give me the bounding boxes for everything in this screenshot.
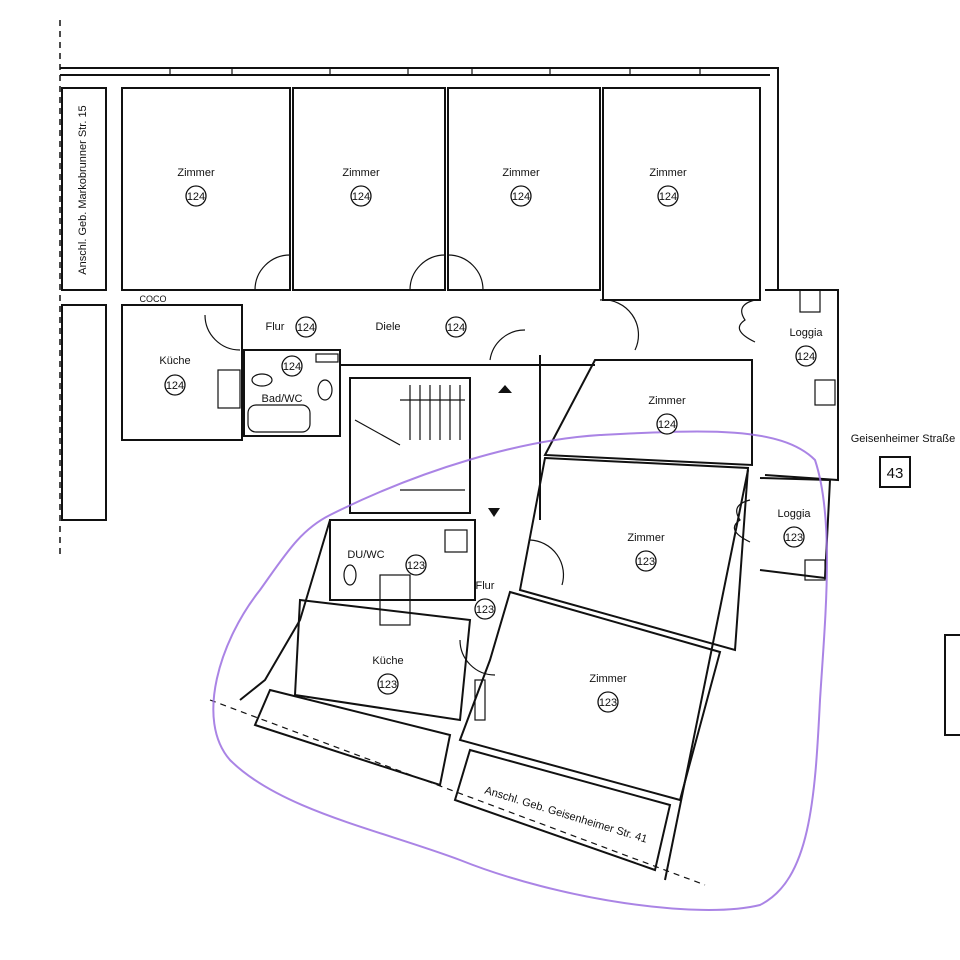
street-label: Geisenheimer Straße — [851, 433, 956, 445]
room-label: Zimmer — [648, 395, 686, 407]
room-label: Zimmer — [502, 167, 540, 179]
apartment-number: 123 — [379, 679, 397, 691]
room-label: Zimmer — [627, 532, 665, 544]
apartment-number-circle — [164, 374, 186, 396]
apartment-number: 124 — [187, 191, 205, 203]
apartment-number-circle — [795, 345, 817, 367]
room-label: Loggia — [789, 327, 823, 339]
apartment-number: 124 — [297, 322, 315, 334]
apartment-number-circle — [597, 691, 619, 713]
room-label: Zimmer — [649, 167, 687, 179]
apartment-number: 124 — [283, 361, 301, 373]
room-label: Flur — [476, 580, 495, 592]
room-label: Zimmer — [589, 673, 627, 685]
apartment-number-circle — [783, 526, 805, 548]
apartment-number-circle — [281, 355, 303, 377]
apartment-number: 124 — [352, 191, 370, 203]
apartment-number-circle — [350, 185, 372, 207]
apartment-number: 123 — [476, 604, 494, 616]
apartment-number: 124 — [659, 191, 677, 203]
apartment-number-circle — [405, 554, 427, 576]
apartment-123-highlight — [212, 430, 828, 911]
appliance-label: COCO — [140, 294, 167, 304]
room-label: Zimmer — [177, 167, 215, 179]
room-label: DU/WC — [347, 549, 384, 561]
apartment-number-circle — [377, 673, 399, 695]
room-label: Küche — [159, 355, 190, 367]
apartment-number-circle — [657, 185, 679, 207]
apartment-number-circle — [445, 316, 467, 338]
walls — [60, 67, 960, 881]
room-label: Zimmer — [342, 167, 380, 179]
room-label: Flur — [266, 321, 285, 333]
apartment-number: 124 — [658, 419, 676, 431]
apartment-number: 123 — [407, 560, 425, 572]
apartment-number: 123 — [785, 532, 803, 544]
adjacent-building-bottom-label: Anschl. Geb. Geisenheimer Str. 41 — [483, 785, 648, 846]
apartment-number: 124 — [512, 191, 530, 203]
apartment-number-circle — [510, 185, 532, 207]
apartment-number-circle — [656, 413, 678, 435]
room-label: Bad/WC — [262, 393, 303, 405]
apartment-number-circle — [185, 185, 207, 207]
room-label: Loggia — [777, 508, 811, 520]
room-label: Küche — [372, 655, 403, 667]
apartment-number-circle — [474, 598, 496, 620]
adjacent-building-left-label: Anschl. Geb. Markobrunner Str. 15 — [77, 105, 89, 274]
apartment-number-circle — [635, 550, 657, 572]
house-number-box — [879, 456, 911, 488]
apartment-number: 123 — [637, 556, 655, 568]
apartment-number-circle — [295, 316, 317, 338]
apartment-number: 124 — [797, 351, 815, 363]
room-label: Diele — [375, 321, 400, 333]
house-number: 43 — [887, 465, 904, 482]
apartment-number: 124 — [166, 380, 184, 392]
apartment-number: 124 — [447, 322, 465, 334]
apartment-number: 123 — [599, 697, 617, 709]
